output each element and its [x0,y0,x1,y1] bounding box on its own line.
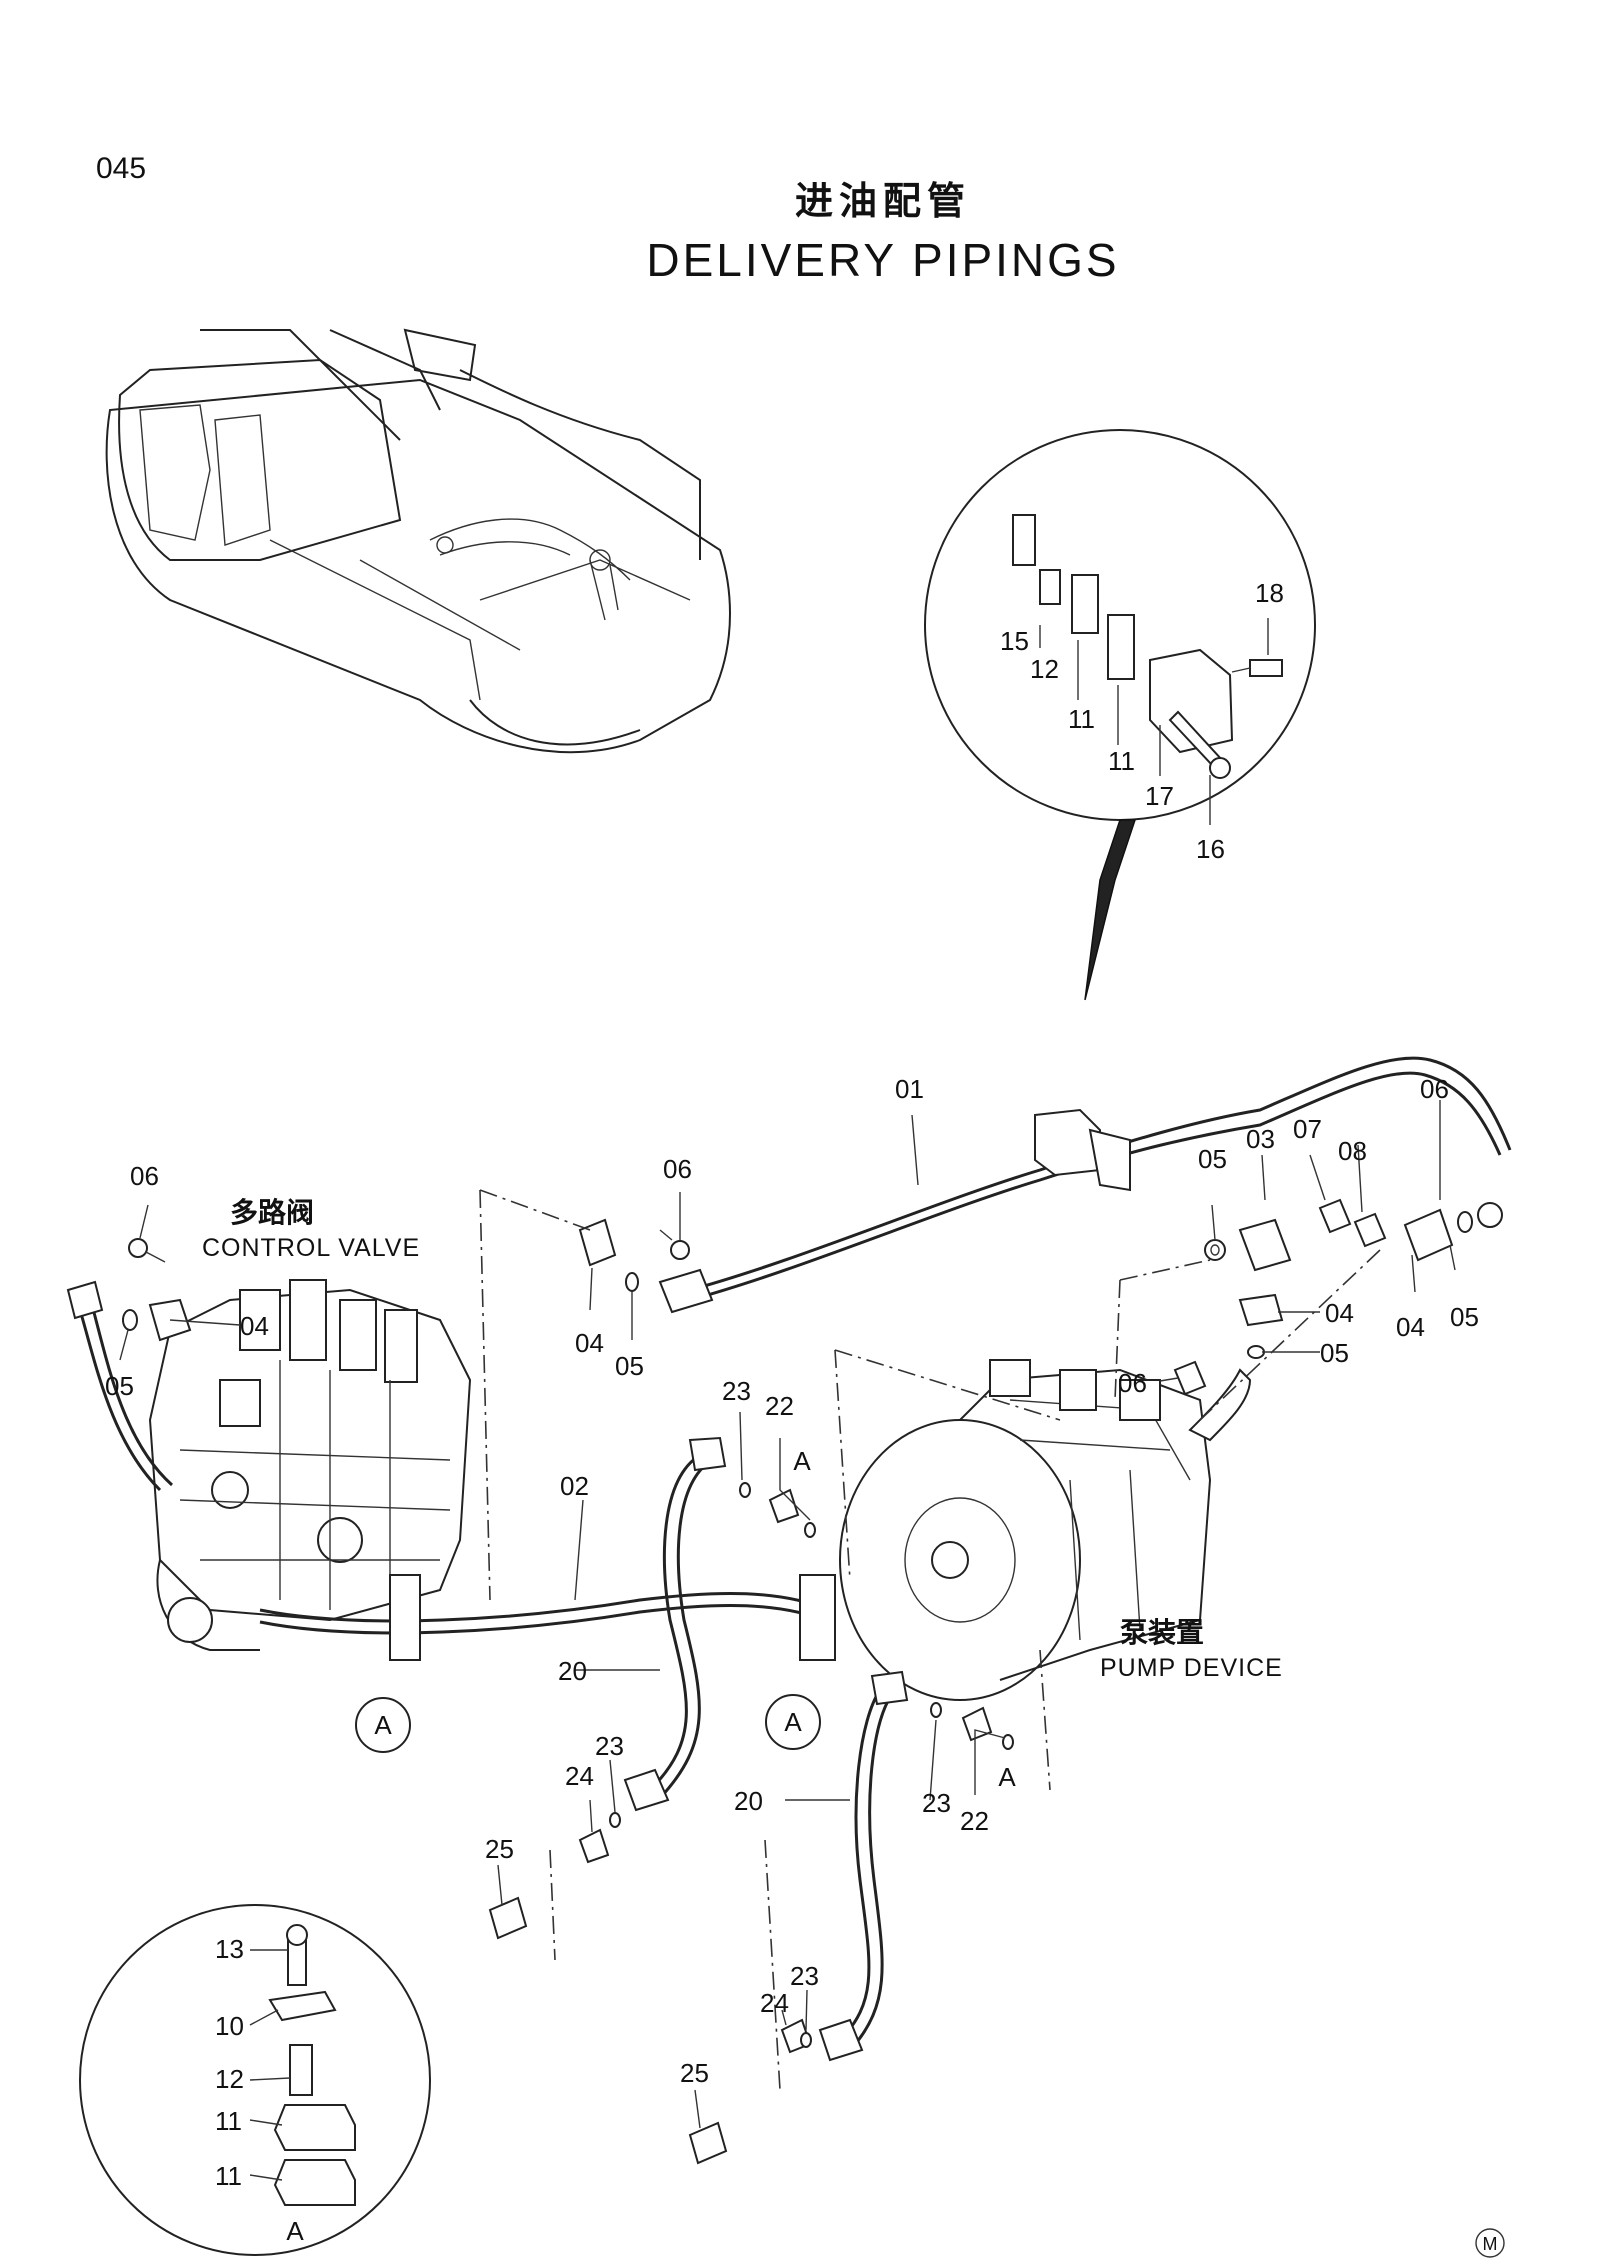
callout-04-pump: 04 [1325,1298,1354,1328]
callout-11-detail-b: 11 [1108,746,1135,776]
callout-23-pump: 23 [922,1788,951,1818]
detail-ref-a-right: A [765,1694,821,1750]
callout-23-upper: 23 [722,1376,751,1406]
callout-05-pump: 05 [1320,1338,1349,1368]
callout-16: 16 [1196,834,1225,864]
arrow-a-upper: A [793,1446,811,1476]
control-valve-label-cn: 多路阀 [230,1197,314,1228]
clamp-detail-view-a [79,1904,431,2256]
callout-labels: 01 02 03 06 07 08 05 05 04 04 05 06 06 0… [105,578,1479,2191]
title-block: 进油配管 DELIVERY PIPINGS [0,170,1616,287]
callout-23-left: 23 [595,1731,624,1761]
component-labels: 多路阀 CONTROL VALVE 泵装置 PUMP DEVICE [202,1197,1283,1682]
excavator-overview-illustration [105,328,731,754]
fittings-and-fasteners [122,1198,1503,2165]
callout-24-low: 24 [760,1988,789,2018]
bracket-detail-view [924,429,1316,1001]
callout-12-detail: 12 [1030,654,1059,684]
callout-05-mid: 05 [615,1351,644,1381]
callout-13: 13 [215,1934,244,1964]
callout-10: 10 [215,2011,244,2041]
callout-05-top: 05 [1198,1144,1227,1174]
detail-ref-a-left-letter: A [374,1710,392,1740]
callout-25-left: 25 [485,1834,514,1864]
callout-04-mid: 04 [575,1328,604,1358]
callout-24-left: 24 [565,1761,594,1791]
delivery-pipe-02 [259,1574,836,1661]
page-title-cn: 进油配管 [794,181,971,223]
manufacturer-mark-letter: M [1483,2234,1498,2254]
pump-device-label-cn: 泵装置 [1120,1617,1204,1648]
control-valve-label-en: CONTROL VALVE [202,1234,420,1262]
callout-04-right: 04 [1396,1312,1425,1342]
callout-04-valve: 04 [240,1311,269,1341]
callout-20-right: 20 [734,1786,763,1816]
detail-ref-a-right-letter: A [784,1707,802,1737]
callout-08: 08 [1338,1136,1367,1166]
callout-06-valve: 06 [130,1161,159,1191]
callout-11-a-upper: 11 [215,2106,242,2136]
callout-05-valve: 05 [105,1371,134,1401]
pump-device-label-en: PUMP DEVICE [1100,1654,1283,1682]
callout-07: 07 [1293,1114,1322,1144]
hose-20-right [818,1670,909,2062]
callout-06-pump: 06 [1420,1074,1449,1104]
page-number: 045 [96,152,147,185]
control-valve-illustration [148,1279,472,1651]
callout-15: 15 [1000,626,1029,656]
pipe-clamp-bracket [1034,1108,1131,1192]
callout-11-detail-a: 11 [1068,704,1095,734]
callout-03: 03 [1246,1124,1275,1154]
callout-17: 17 [1145,781,1174,811]
assembly-dashed-lines [479,1189,1381,2091]
callout-23-low: 23 [790,1961,819,1991]
delivery-pipe-01 [658,1056,1512,1314]
detail-ref-a-left: A [355,1697,411,1753]
pump-device-illustration [839,1359,1252,1701]
hose-20-left [623,1436,727,1812]
manufacturer-mark: M [1475,2228,1505,2258]
callout-22-pump: 22 [960,1806,989,1836]
detail-a-caption: A [286,2216,304,2246]
callout-06-mid: 06 [663,1154,692,1184]
callout-20-left: 20 [558,1656,587,1686]
callout-02: 02 [560,1471,589,1501]
callout-25-low: 25 [680,2058,709,2088]
leader-lines [119,1100,1456,2129]
callout-11-a-lower: 11 [215,2161,242,2191]
callout-05-right: 05 [1450,1302,1479,1332]
callout-01: 01 [895,1074,924,1104]
high-pressure-hose-left [66,1280,174,1492]
callout-06-pump-low: 06 [1118,1368,1147,1398]
callout-22-upper: 22 [765,1391,794,1421]
page-title-en: DELIVERY PIPINGS [646,234,1120,286]
callout-12-a: 12 [215,2064,244,2094]
callout-18: 18 [1255,578,1284,608]
arrow-a-pump: A [998,1762,1016,1792]
